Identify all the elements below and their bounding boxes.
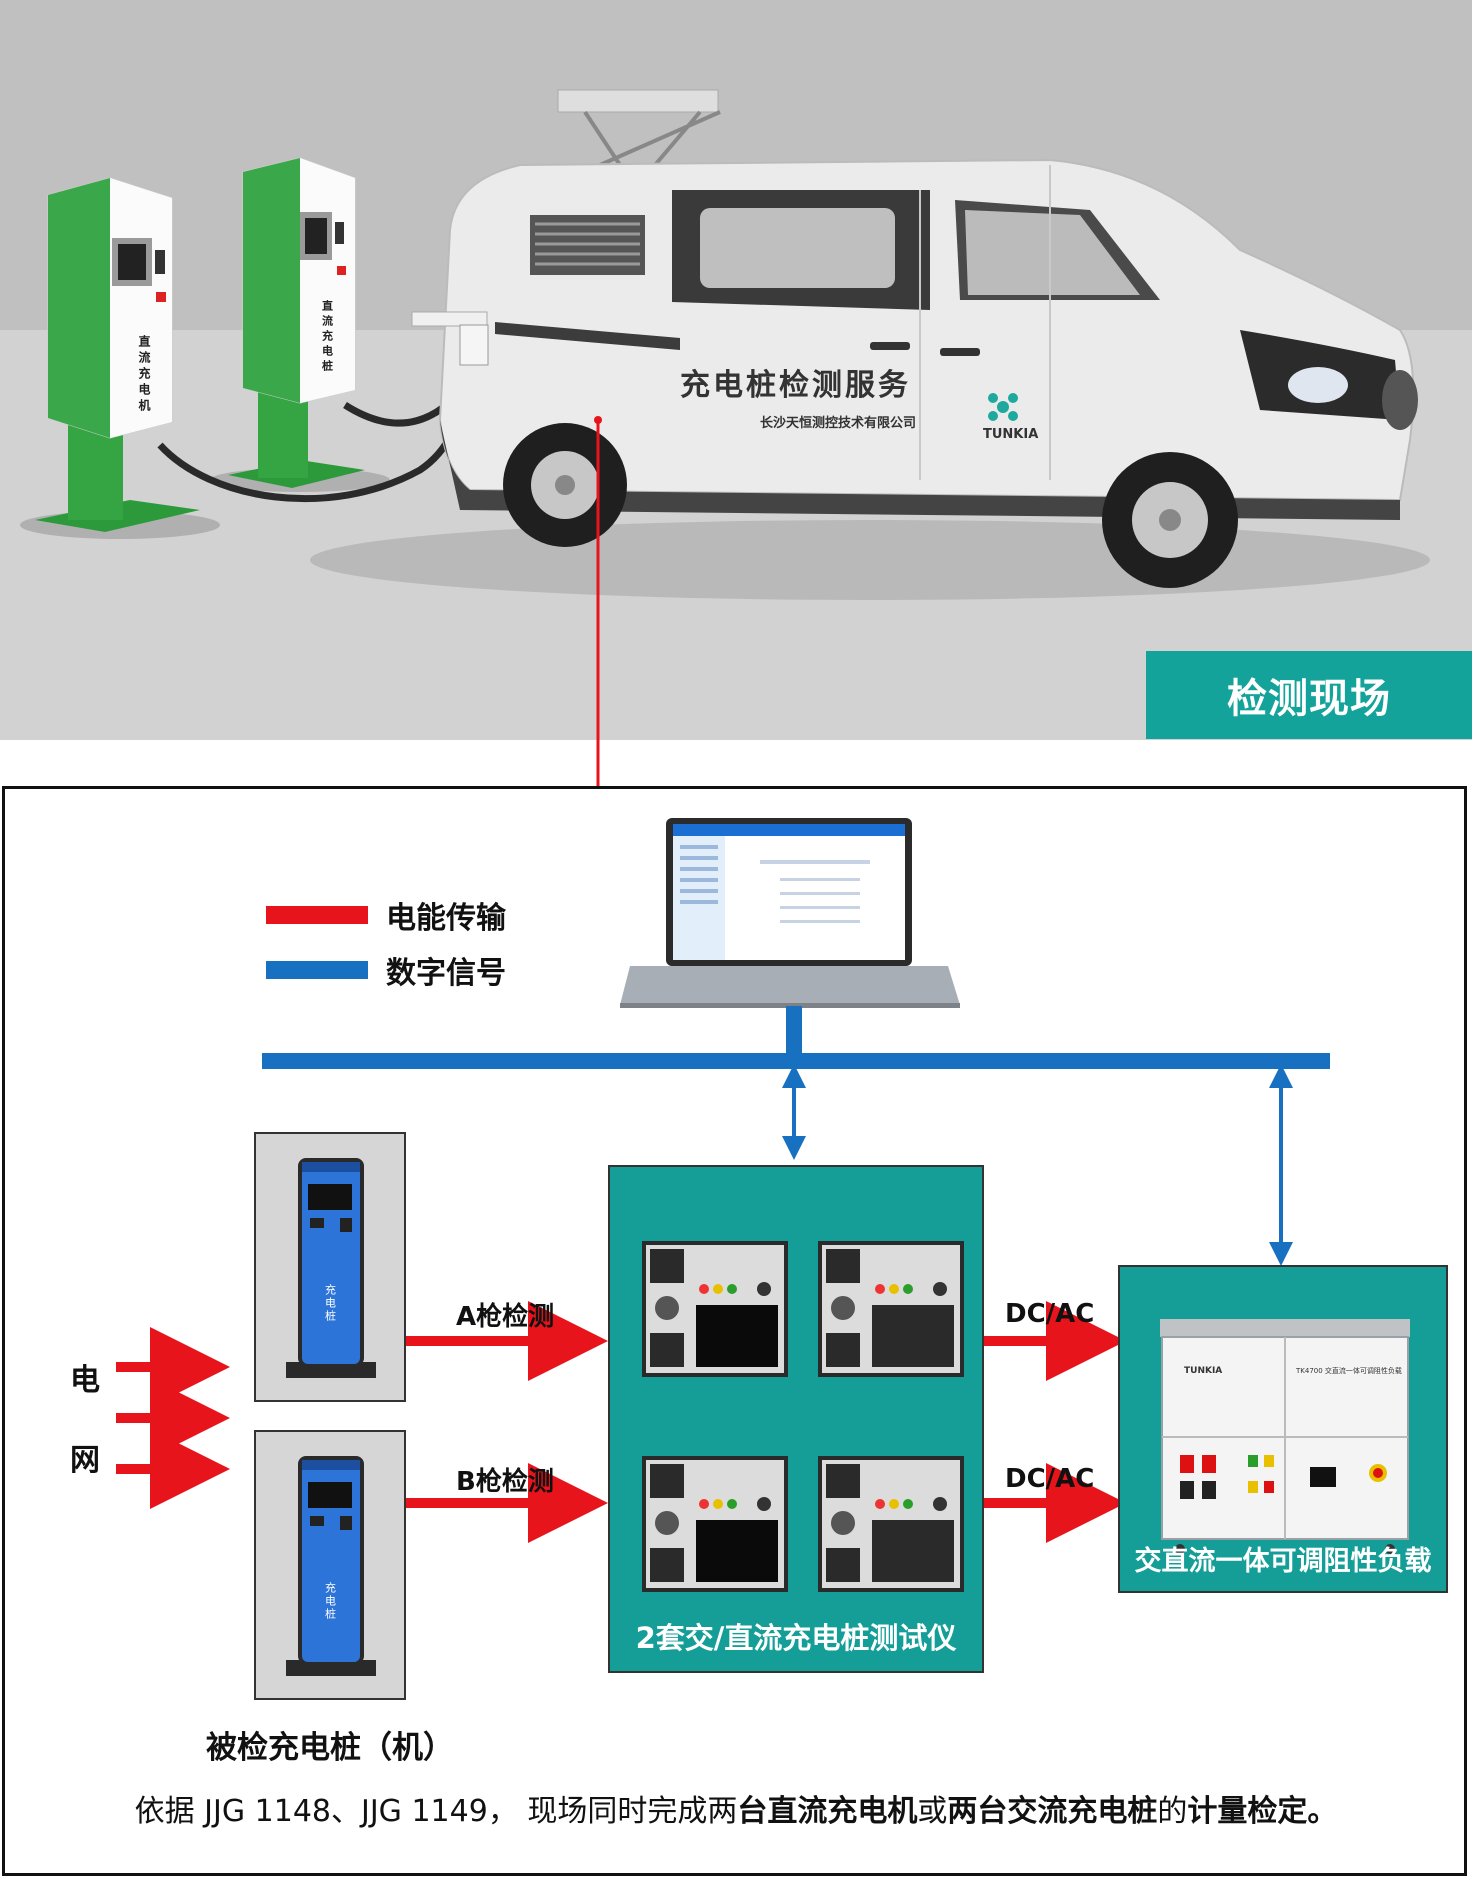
load-model: TK4700 交直流一体可调阻性负载 — [1295, 1366, 1402, 1375]
tester-unit-2 — [818, 1241, 964, 1377]
charger-b-screen-text: 充电桩 — [324, 1581, 337, 1621]
caption-part-3: 或 — [917, 1794, 948, 1829]
grid-label-char-1: 电 — [70, 1363, 100, 1398]
laptop-icon — [620, 818, 960, 1008]
gun-b-label: B枪检测 — [456, 1466, 554, 1497]
load-brand: TUNKIA — [1184, 1366, 1222, 1376]
legend-signal-label: 数字信号 — [386, 956, 506, 991]
charging-pile-right: 直流充电桩 — [228, 157, 365, 488]
site-label: 检测现场 — [1146, 651, 1472, 739]
test-van: 充电桩检测服务 长沙天恒测控技术有限公司 TUNKIA — [411, 89, 1418, 588]
gun-a-label: A枪检测 — [456, 1301, 554, 1332]
legend-power: 电能传输 — [266, 893, 506, 937]
load-terminals — [1180, 1455, 1387, 1499]
load-label: 交直流一体可调阻性负载 — [1134, 1546, 1432, 1577]
grid-label-char-2: 网 — [70, 1443, 100, 1478]
caption-part-4: 两台交流充电桩 — [947, 1794, 1158, 1829]
output-a-label: DC/AC — [1005, 1299, 1094, 1329]
pile-right-text: 直流充电桩 — [321, 299, 334, 375]
signal-bus — [262, 1053, 1330, 1069]
charger-unit-b: 充电桩 — [254, 1430, 406, 1700]
van-company: 长沙天恒测控技术有限公司 — [760, 415, 916, 431]
tester-units — [642, 1241, 964, 1592]
caption-part-5: 的 — [1157, 1794, 1188, 1829]
caption-part-6: 计量检定。 — [1187, 1794, 1338, 1829]
charging-pile-left: 直流充电机 — [35, 177, 200, 532]
load-box: TUNKIA TK4700 交直流一体可调阻性负载 交直流一体可调阻性负载 — [1118, 1265, 1448, 1593]
caption-part-2: 台直流充电机 — [737, 1794, 918, 1829]
site-photo: 直流充电机 直流充电桩 — [0, 0, 1472, 740]
charger-caption: 被检充电桩（机） — [206, 1730, 454, 1766]
tester-unit-4 — [818, 1456, 964, 1592]
output-b-label: DC/AC — [1005, 1464, 1094, 1494]
charger-b-icon: 充电桩 — [286, 1456, 376, 1676]
van-brand: TUNKIA — [983, 427, 1038, 442]
callout-line — [596, 740, 600, 788]
legend-signal: 数字信号 — [266, 948, 506, 992]
pile-left-text: 直流充电机 — [137, 334, 151, 415]
tester-unit-3 — [642, 1456, 788, 1592]
bottom-caption: 依据 JJG 1148、JJG 1149， 现场同时完成两台直流充电机或两台交流… — [0, 1786, 1472, 1830]
site-photo-scene: 直流充电机 直流充电桩 — [0, 0, 1472, 740]
load-cabinet-icon: TUNKIA TK4700 交直流一体可调阻性负载 — [1160, 1319, 1410, 1554]
van-slogan: 充电桩检测服务 — [680, 368, 911, 403]
tester-label: 2套交/直流充电桩测试仪 — [635, 1621, 957, 1655]
legend-signal-swatch — [266, 961, 368, 979]
charger-a-screen-text: 充电桩 — [324, 1283, 337, 1323]
system-diagram-frame — [2, 786, 1467, 1876]
caption-part-1: 依据 JJG 1148、JJG 1149， 现场同时完成两 — [134, 1794, 738, 1829]
charger-a-icon: 充电桩 — [286, 1158, 376, 1378]
tunkia-logo-icon — [988, 393, 1018, 421]
legend-power-swatch — [266, 906, 368, 924]
charger-unit-a: 充电桩 — [254, 1132, 406, 1402]
legend-power-label: 电能传输 — [386, 901, 506, 936]
tester-box: 2套交/直流充电桩测试仪 — [608, 1165, 984, 1673]
tester-unit-1 — [642, 1241, 788, 1377]
